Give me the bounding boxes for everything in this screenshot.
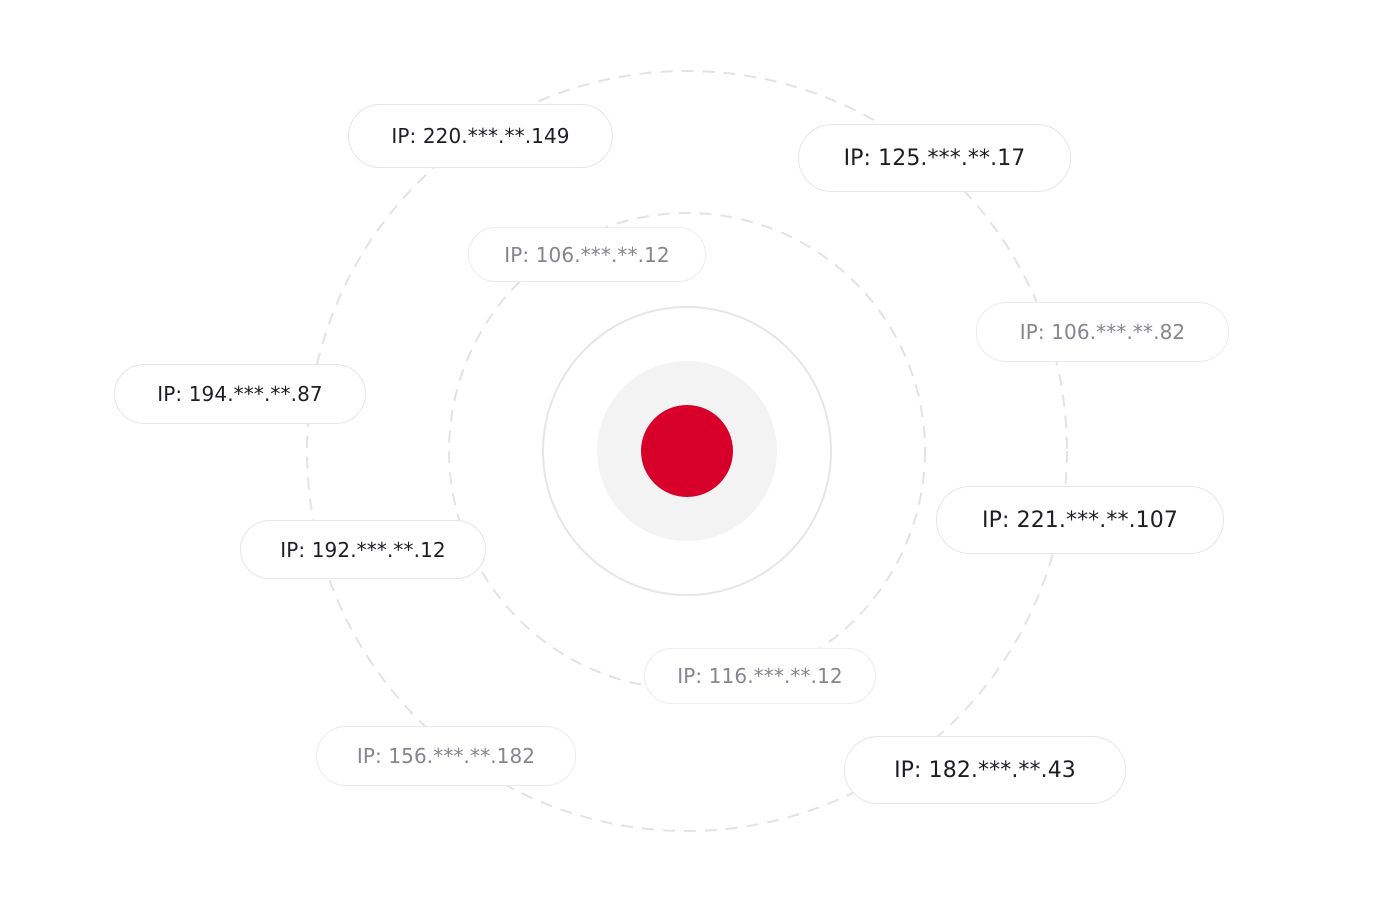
ip-pill-192: IP: 192.***.**.12 [240, 520, 486, 579]
inner-dashed-orbit [448, 212, 926, 690]
ip-label: IP: 220.***.**.149 [391, 124, 570, 148]
ip-pill-116: IP: 116.***.**.12 [644, 648, 876, 704]
ip-pill-125: IP: 125.***.**.17 [798, 124, 1071, 192]
ip-label: IP: 106.***.**.82 [1019, 320, 1186, 344]
ip-label: IP: 192.***.**.12 [280, 537, 446, 562]
ip-label: IP: 194.***.**.87 [157, 382, 323, 406]
ip-pill-182: IP: 182.***.**.43 [844, 736, 1126, 804]
ip-pill-220: IP: 220.***.**.149 [348, 104, 613, 168]
ip-label: IP: 221.***.**.107 [982, 507, 1178, 533]
ip-label: IP: 182.***.**.43 [894, 757, 1076, 783]
ip-label: IP: 116.***.**.12 [677, 664, 843, 688]
ip-pill-156: IP: 156.***.**.182 [316, 726, 576, 786]
ip-pill-106-12: IP: 106.***.**.12 [468, 227, 706, 282]
japan-flag-icon [641, 405, 733, 497]
ip-pill-221: IP: 221.***.**.107 [936, 486, 1224, 554]
ip-pill-106-82: IP: 106.***.**.82 [976, 302, 1229, 362]
ip-label: IP: 106.***.**.12 [504, 242, 670, 267]
ip-label: IP: 125.***.**.17 [843, 145, 1026, 171]
ip-label: IP: 156.***.**.182 [356, 744, 536, 768]
outer-dashed-orbit [306, 70, 1068, 832]
ip-pill-194: IP: 194.***.**.87 [114, 364, 366, 424]
